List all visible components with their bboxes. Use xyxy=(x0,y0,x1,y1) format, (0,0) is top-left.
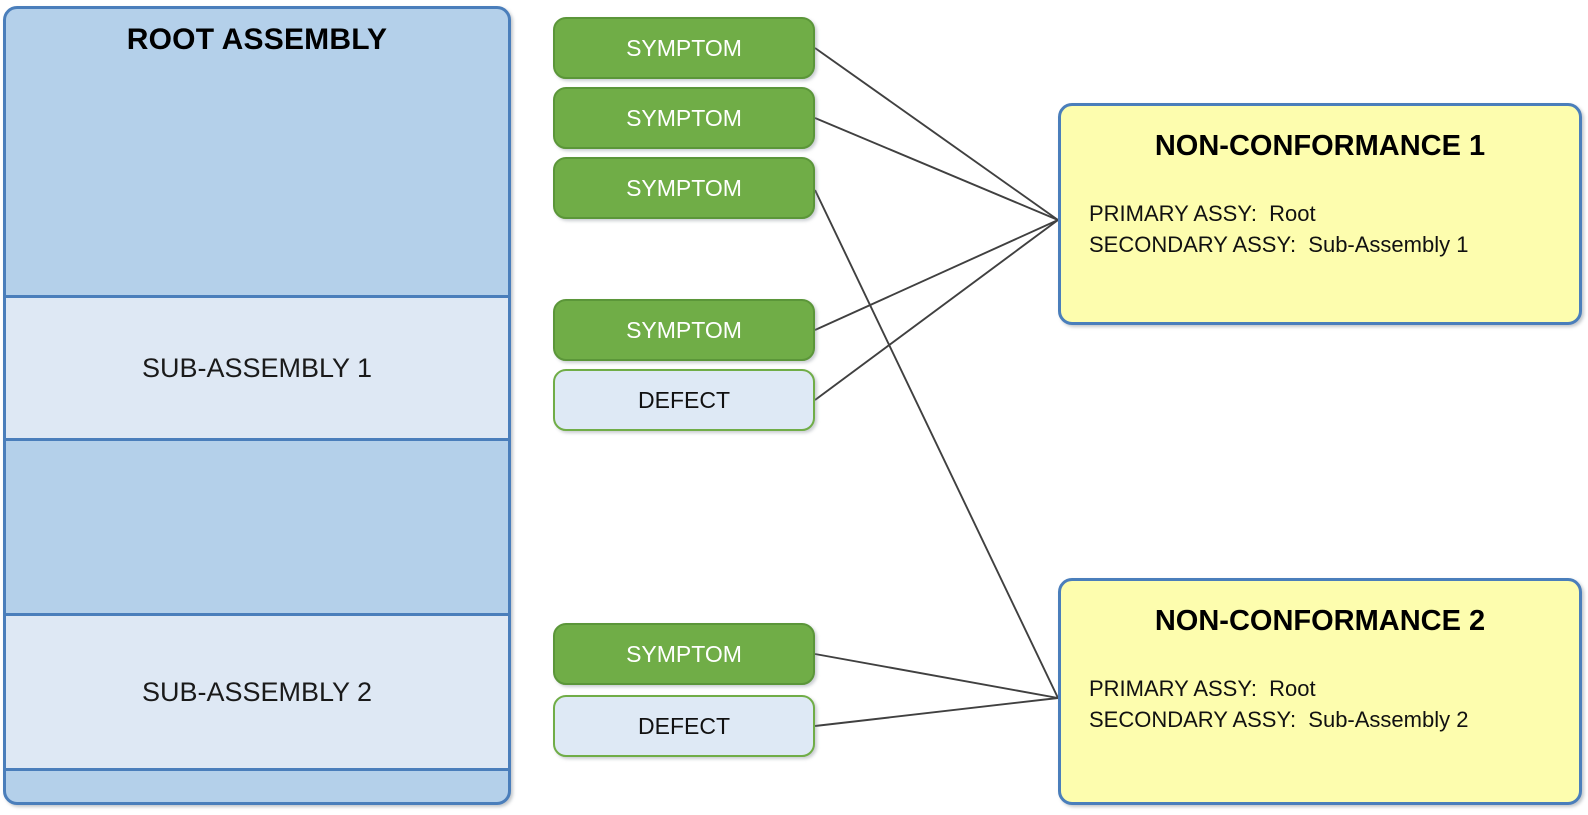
non-conformance-1-details: PRIMARY ASSY: Root SECONDARY ASSY: Sub-A… xyxy=(1061,199,1579,261)
sub-assembly-2-band[interactable]: SUB-ASSEMBLY 2 xyxy=(6,613,508,771)
root-assembly-panel[interactable]: ROOT ASSEMBLY SUB-ASSEMBLY 1 SUB-ASSEMBL… xyxy=(3,6,511,805)
non-conformance-1-title: NON-CONFORMANCE 1 xyxy=(1154,130,1486,162)
symptom-box-4[interactable]: SYMPTOM xyxy=(553,299,815,361)
defect-box-2-label: DEFECT xyxy=(638,712,730,739)
defect-box-2[interactable]: DEFECT xyxy=(553,695,815,757)
sub-assembly-2-label: SUB-ASSEMBLY 2 xyxy=(141,676,373,707)
defect-box-1[interactable]: DEFECT xyxy=(553,369,815,431)
sub-assembly-1-band[interactable]: SUB-ASSEMBLY 1 xyxy=(6,295,508,441)
connector-symptom5-to-nc2 xyxy=(814,653,1059,699)
symptom-box-2[interactable]: SYMPTOM xyxy=(553,87,815,149)
non-conformance-2-details: PRIMARY ASSY: Root SECONDARY ASSY: Sub-A… xyxy=(1061,674,1579,736)
symptom-box-5[interactable]: SYMPTOM xyxy=(553,623,815,685)
non-conformance-2-box[interactable]: NON-CONFORMANCE 2 PRIMARY ASSY: Root SEC… xyxy=(1058,578,1582,805)
root-assembly-title: ROOT ASSEMBLY xyxy=(126,23,388,56)
non-conformance-1-box[interactable]: NON-CONFORMANCE 1 PRIMARY ASSY: Root SEC… xyxy=(1058,103,1582,325)
symptom-box-3[interactable]: SYMPTOM xyxy=(553,157,815,219)
symptom-box-1[interactable]: SYMPTOM xyxy=(553,17,815,79)
connector-symptom4-to-nc1 xyxy=(814,219,1059,331)
non-conformance-2-secondary-assy: SECONDARY ASSY: Sub-Assembly 2 xyxy=(1089,706,1469,732)
non-conformance-1-primary-assy: PRIMARY ASSY: Root xyxy=(1089,201,1316,226)
non-conformance-2-title: NON-CONFORMANCE 2 xyxy=(1154,605,1486,637)
symptom-box-4-label: SYMPTOM xyxy=(626,316,742,343)
non-conformance-2-primary-assy: PRIMARY ASSY: Root xyxy=(1089,676,1316,701)
connector-symptom2-to-nc1 xyxy=(814,117,1059,221)
connector-defect1-to-nc1 xyxy=(814,219,1059,401)
symptom-box-2-label: SYMPTOM xyxy=(626,104,742,131)
connector-symptom3-to-nc2 xyxy=(814,189,1059,699)
connector-symptom1-to-nc1 xyxy=(814,47,1059,221)
symptom-box-1-label: SYMPTOM xyxy=(626,34,742,61)
symptom-box-3-label: SYMPTOM xyxy=(626,174,742,201)
defect-box-1-label: DEFECT xyxy=(638,386,730,413)
symptom-box-5-label: SYMPTOM xyxy=(626,640,742,667)
sub-assembly-1-label: SUB-ASSEMBLY 1 xyxy=(141,352,373,383)
non-conformance-1-secondary-assy: SECONDARY ASSY: Sub-Assembly 1 xyxy=(1089,231,1469,257)
connector-defect2-to-nc2 xyxy=(814,697,1059,727)
